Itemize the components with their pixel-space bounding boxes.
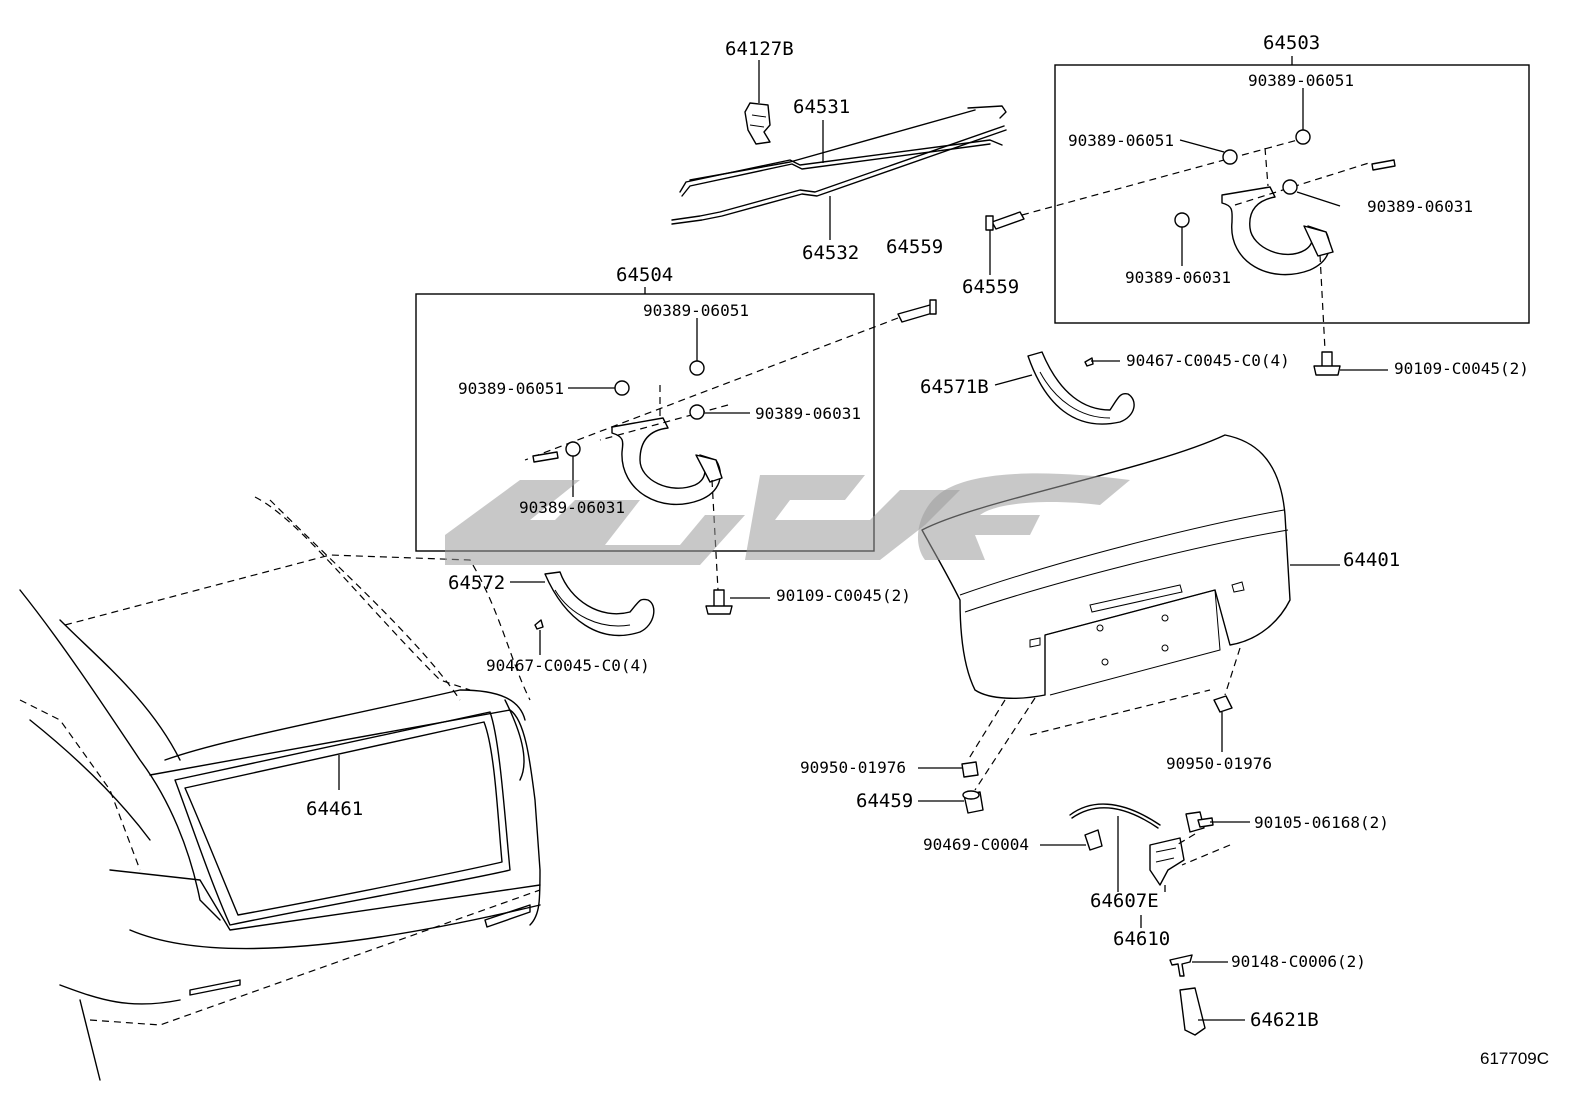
- label-64559-right: 64559: [962, 276, 1020, 298]
- bolt-90109-left: [705, 589, 733, 615]
- label-90469: 90469-C0004: [923, 835, 1029, 854]
- clip-64127B: [744, 102, 771, 145]
- label-64503-90389-06031-right: 90389-06031: [1367, 197, 1473, 216]
- hinge-64504: [611, 385, 723, 591]
- label-64610: 64610: [1113, 928, 1171, 950]
- screw-90148: [1169, 954, 1193, 977]
- bushing-group-64503: [1174, 129, 1311, 228]
- label-64504-90389-06051-top: 90389-06051: [643, 301, 749, 320]
- grommet-90950-right: [1213, 695, 1233, 713]
- label-64503-90389-06051-top: 90389-06051: [1248, 71, 1354, 90]
- label-64459: 64459: [856, 790, 914, 812]
- label-64531: 64531: [793, 96, 851, 118]
- bracket-64571B: [1027, 351, 1135, 425]
- label-90950-left: 90950-01976: [800, 758, 906, 777]
- label-64503-90389-06051-left: 90389-06051: [1068, 131, 1174, 150]
- cushion-64459: [962, 790, 984, 814]
- label-64401: 64401: [1343, 549, 1401, 571]
- label-64504-90389-06031-right: 90389-06031: [755, 404, 861, 423]
- watermark-logo: [445, 473, 1130, 565]
- label-90467-left: 90467-C0045-C0(4): [486, 656, 650, 675]
- bushing-group-64504: [532, 360, 705, 463]
- label-64571B: 64571B: [920, 376, 989, 398]
- label-64504-90389-06051-left: 90389-06051: [458, 379, 564, 398]
- label-90950-right: 90950-01976: [1166, 754, 1272, 773]
- label-90109-left: 90109-C0045(2): [776, 586, 911, 605]
- label-64503: 64503: [1263, 32, 1321, 54]
- trunk-lid-64401: [921, 434, 1291, 699]
- label-90109-right: 90109-C0045(2): [1394, 359, 1529, 378]
- label-64532: 64532: [802, 242, 860, 264]
- hinge-64503: [1221, 147, 1334, 351]
- torsion-rods: [671, 105, 1007, 225]
- bracket-64572: [534, 571, 655, 637]
- label-64127B: 64127B: [725, 38, 794, 60]
- label-64572: 64572: [448, 572, 506, 594]
- hinge-pin-64559-right: [985, 211, 1025, 231]
- diagram-id: 617709C: [1480, 1049, 1550, 1068]
- label-90105: 90105-06168(2): [1254, 813, 1389, 832]
- label-64504-90389-06031-bottom: 90389-06031: [519, 498, 625, 517]
- bolt-90109-right: [1313, 351, 1341, 376]
- lock-64610: [1149, 837, 1185, 886]
- label-64504: 64504: [616, 264, 674, 286]
- label-90148: 90148-C0006(2): [1231, 952, 1366, 971]
- clip-90469: [1084, 829, 1103, 851]
- lock-cable-64607E: [1069, 803, 1161, 829]
- label-64503-90389-06031-bottom: 90389-06031: [1125, 268, 1231, 287]
- label-90467-right: 90467-C0045-C0(4): [1126, 351, 1290, 370]
- label-64621B: 64621B: [1250, 1009, 1319, 1031]
- label-64461: 64461: [306, 798, 364, 820]
- label-64607E: 64607E: [1090, 890, 1159, 912]
- label-64559-left: 64559: [886, 236, 944, 258]
- grommet-90950-left: [961, 761, 979, 778]
- hinge-pin-64559-left: [897, 299, 937, 323]
- plate-64621B: [1179, 987, 1206, 1036]
- bolt-90105: [1185, 811, 1214, 833]
